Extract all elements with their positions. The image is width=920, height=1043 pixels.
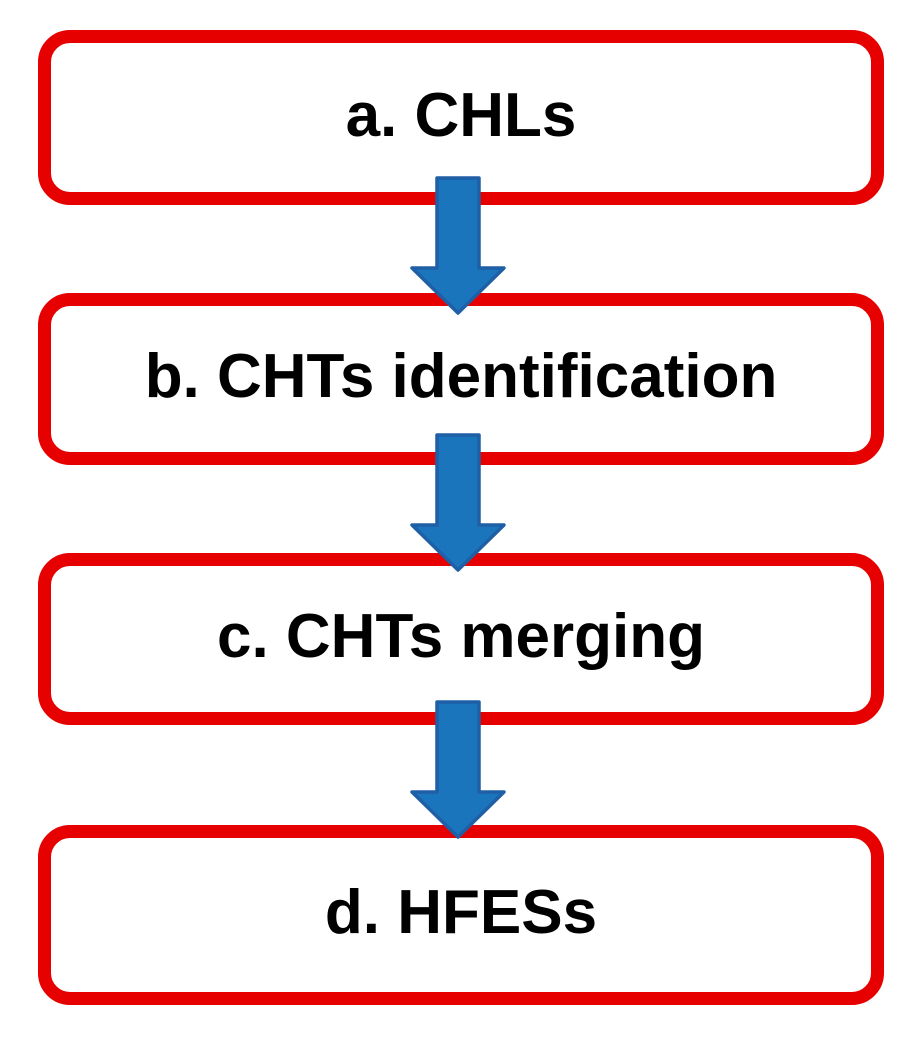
down-arrow-icon xyxy=(410,176,506,316)
flow-step-d-label: d. HFESs xyxy=(324,878,598,947)
flow-step-a: a. CHLs xyxy=(38,30,884,205)
flow-step-a-label: a. CHLs xyxy=(345,80,577,150)
down-arrow-icon xyxy=(410,433,506,573)
down-arrow-icon xyxy=(410,700,506,840)
flow-step-c-label: c. CHTs merging xyxy=(216,602,706,671)
flow-step-c: c. CHTs merging xyxy=(38,553,884,725)
flow-step-b-label: b. CHTs identification xyxy=(144,342,778,411)
flow-step-b: b. CHTs identification xyxy=(38,293,884,465)
flow-step-d: d. HFESs xyxy=(38,825,884,1005)
